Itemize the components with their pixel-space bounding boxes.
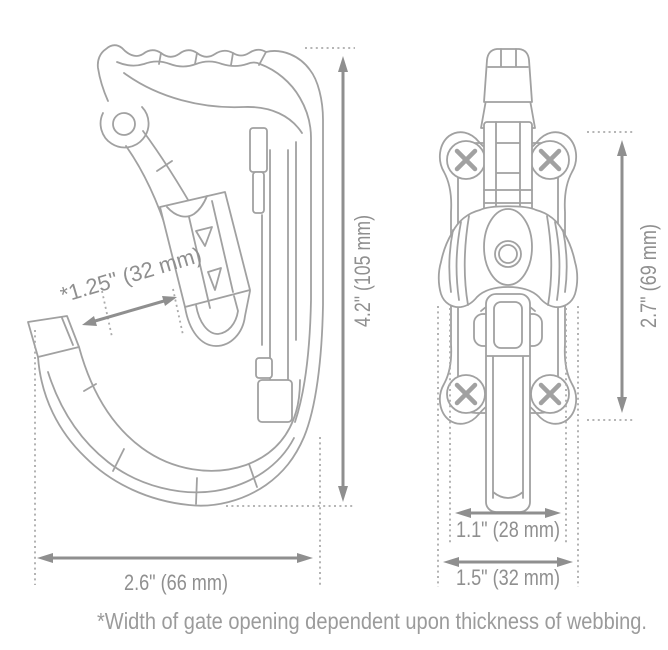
arrowhead-right	[297, 553, 313, 563]
carabiner-side-view	[27, 44, 324, 507]
dimension-label-body-width: 1.5" (32 mm)	[456, 565, 560, 590]
gate-tip-details	[487, 48, 529, 68]
gate-pivot	[112, 112, 136, 136]
footnote: *Width of gate opening dependent upon th…	[97, 608, 647, 634]
arrowhead-down	[617, 397, 627, 413]
carabiner-front-view	[437, 48, 579, 513]
arrowhead-left	[82, 316, 97, 326]
strap-bar-details	[486, 355, 530, 499]
screw-bottom-right	[530, 374, 570, 414]
arrowhead-right	[557, 557, 573, 567]
phillips-cross-icon	[454, 148, 478, 172]
spine-block-small	[255, 357, 273, 379]
upper-shaft-lattice	[483, 121, 533, 216]
segment-ticks	[83, 51, 267, 505]
clamp-ring-outer	[494, 240, 522, 268]
gate-block	[159, 191, 251, 308]
dimension-body-height: 2.7" (69 mm)	[587, 131, 661, 421]
clamp-body	[437, 205, 579, 308]
dimension-strap-width: 1.1" (28 mm)	[449, 308, 567, 545]
upper-shaft	[483, 121, 533, 216]
arrowhead-up	[617, 140, 627, 156]
hook-c-inner-edges	[47, 346, 301, 494]
arrowhead-right	[162, 296, 177, 306]
arrowhead-right	[545, 508, 561, 518]
dimension-overall-height: 4.2" (105 mm)	[226, 47, 375, 507]
screw-bottom-left	[446, 374, 486, 414]
clamp-wing-ridges	[448, 215, 568, 306]
arrowhead-left	[37, 553, 53, 563]
spine-latch-lower	[252, 171, 265, 214]
phillips-cross-icon	[538, 148, 562, 172]
dimension-label-overall-height: 4.2" (105 mm)	[350, 215, 375, 327]
phillips-cross-icon	[538, 382, 562, 406]
extension-tick-right	[172, 288, 184, 336]
extension-tick-left	[101, 290, 113, 338]
arrowhead-down	[338, 486, 348, 502]
dimension-label-overall-width: 2.6" (66 mm)	[124, 570, 228, 595]
hook-nose-inner-line	[61, 317, 74, 346]
screw-top-left	[446, 140, 486, 180]
arrowhead-left	[455, 508, 471, 518]
dimension-overall-width: 2.6" (66 mm)	[34, 330, 321, 595]
clamp-ring-inner	[498, 244, 518, 264]
dimension-body-width: 1.5" (32 mm)	[437, 306, 579, 590]
gate-block-details	[166, 195, 234, 309]
arrowhead-left	[443, 557, 459, 567]
spine-latch-upper	[249, 127, 268, 173]
gate-stirrup	[184, 290, 251, 347]
strap-bar-slot	[493, 301, 523, 349]
screw-top-right	[530, 140, 570, 180]
arrowhead-up	[338, 56, 348, 72]
dimension-line	[94, 299, 165, 323]
phillips-cross-icon	[454, 382, 478, 406]
spine-block-large	[257, 379, 293, 423]
gate-tip	[483, 48, 533, 103]
clamp-oval	[483, 208, 533, 286]
dimension-label-body-height: 2.7" (69 mm)	[636, 224, 661, 328]
hook-inner-lines	[116, 60, 312, 423]
dimension-label-strap-width: 1.1" (28 mm)	[456, 517, 560, 542]
